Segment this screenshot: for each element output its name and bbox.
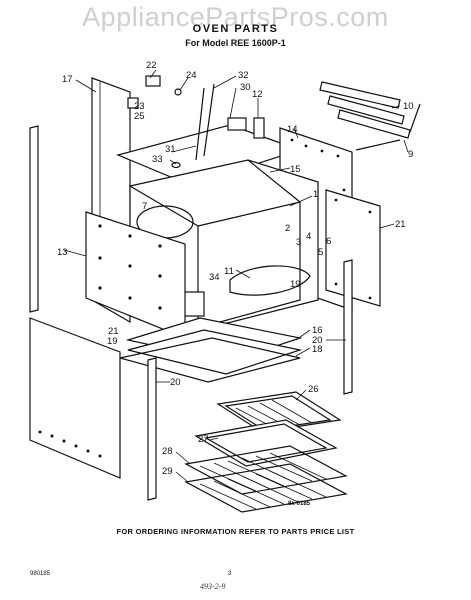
callout-25: 25 [134,111,145,122]
callout-19-lower: 19 [107,336,118,347]
callout-3: 3 [296,237,301,248]
callout-15: 15 [290,164,301,175]
callout-4: 4 [306,231,311,242]
callout-9: 9 [408,149,413,160]
callout-20-right: 20 [312,335,323,346]
ordering-note: FOR ORDERING INFORMATION REFER TO PARTS … [116,527,355,536]
callout-2: 2 [285,223,290,234]
callout-10: 10 [403,101,414,112]
callout-33: 33 [152,154,163,165]
side-trim-strips [147,259,353,501]
callout-29: 29 [162,466,173,477]
callout-24: 24 [186,70,197,81]
drawing-reference-code: 8x-0185 [288,501,311,507]
callout-19-upper: 19 [290,279,301,290]
callout-31: 31 [165,144,176,155]
broil-element [319,81,421,151]
callout-21-right: 21 [395,219,406,230]
callout-leaders [63,69,409,483]
right-side-panel [325,189,381,307]
callout-27: 27 [198,434,209,445]
callout-11: 11 [224,266,234,277]
handwritten-note: 493-2-9 [200,582,226,591]
lower-left-side-panel [29,317,121,479]
callout-17: 17 [62,74,73,85]
callout-23: 23 [134,101,145,112]
page-title: OVEN PARTS [192,23,279,35]
callout-22: 22 [146,60,157,71]
watermark: AppliancePartsPros.com [82,2,389,32]
document-code: 980185 [30,571,51,577]
callout-12: 12 [252,89,263,100]
callout-7: 7 [142,201,147,212]
callout-32: 32 [238,70,249,81]
callout-28: 28 [162,446,173,457]
callout-numbers: 1 2 3 4 5 6 7 9 10 11 12 13 14 15 16 17 … [57,60,414,477]
callout-20-left: 20 [170,377,181,388]
callout-14: 14 [287,124,298,135]
callout-5: 5 [318,247,323,258]
broiler-pan [194,419,338,467]
callout-18: 18 [312,344,323,355]
page-number: 3 [228,571,232,577]
oven-bottom-panels [119,317,303,383]
model-subtitle: For Model REE 1600P-1 [185,38,286,48]
callout-26: 26 [308,384,319,395]
callout-6: 6 [326,236,331,247]
bake-element [229,265,311,296]
callout-16: 16 [312,325,323,336]
callout-30: 30 [240,82,251,93]
oven-racks [184,445,348,513]
callout-34: 34 [209,272,220,283]
callout-1: 1 [313,189,318,200]
callout-13: 13 [57,247,68,258]
callout-21-left: 21 [108,326,119,337]
